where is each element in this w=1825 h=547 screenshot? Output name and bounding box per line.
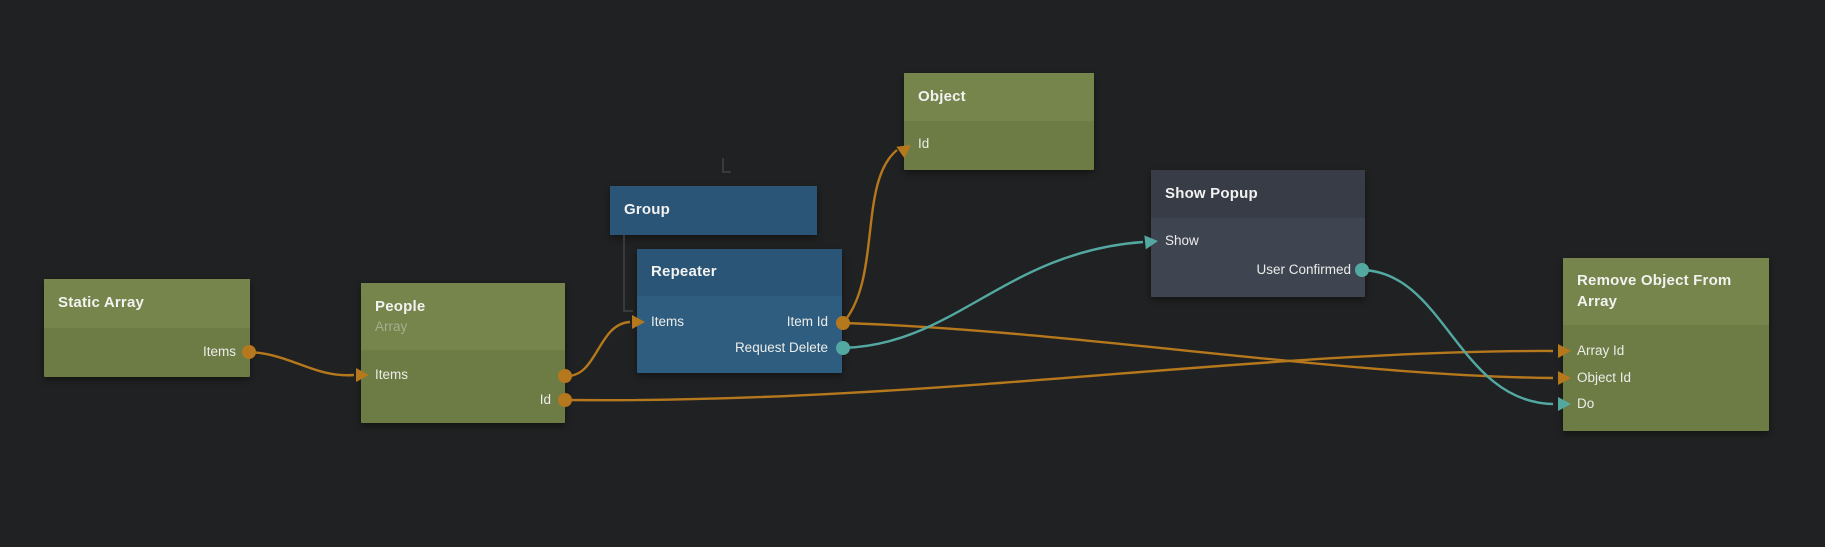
wire-userconfirmed-to-remove-do[interactable] [1361,268,1554,406]
port-remove-do-input[interactable]: Do [1577,395,1594,413]
node-static-array-header[interactable]: Static Array [44,279,250,328]
node-repeater-header[interactable]: Repeater [637,249,842,296]
node-title: People [375,298,426,316]
node-show-popup-header[interactable]: Show Popup [1151,170,1365,218]
port-static-array-items-output[interactable]: Items [203,343,236,361]
port-label: Show [1165,233,1199,248]
port-repeater-item-id-output[interactable]: Item Id [787,313,828,331]
port-label: Request Delete [734,340,828,355]
hierarchy-bracket-group-repeater [623,235,633,312]
node-remove-object-from-array[interactable]: Remove Object From Array Array Id Object… [1563,258,1769,431]
node-title: Object [918,87,966,105]
node-repeater[interactable]: Repeater Items Item Id Request Delete [637,249,842,373]
port-repeater-request-delete-output[interactable]: Request Delete [735,339,828,357]
port-label: User Confirmed [1256,262,1351,277]
wire-repeater-itemid-to-object-id[interactable] [842,149,898,324]
port-label: Item Id [786,314,828,329]
node-people-header[interactable]: People Array [361,283,565,350]
wire-repeater-itemid-to-remove-object-id[interactable] [842,321,1554,380]
port-object-id-input[interactable]: Id [918,135,929,153]
port-show-popup-show-input[interactable]: Show [1165,232,1199,250]
port-remove-array-id-input[interactable]: Array Id [1577,342,1624,360]
wire-repeater-requestdelete-to-showpopup-show[interactable] [842,240,1144,350]
node-title: Group [624,201,670,219]
node-title: Static Array [58,294,145,312]
wire-staticarray-items-to-people-items[interactable] [248,350,355,377]
node-title: Remove Object From Array [1577,272,1732,310]
port-label: Id [918,136,930,151]
port-label: Items [375,367,409,382]
port-show-popup-user-confirmed-output[interactable]: User Confirmed [1256,261,1351,279]
port-label: Array Id [1577,343,1625,358]
node-object-header[interactable]: Object [904,73,1094,121]
port-label: Id [539,392,551,407]
node-group-header[interactable]: Group [610,186,817,235]
port-people-id-output[interactable]: Id [540,391,551,409]
port-remove-object-id-input[interactable]: Object Id [1577,369,1631,387]
node-static-array[interactable]: Static Array Items [44,279,250,377]
node-subtitle: Array [375,319,408,335]
node-title: Show Popup [1165,184,1258,202]
node-title: Repeater [651,263,717,281]
port-label: Items [651,314,685,329]
node-show-popup[interactable]: Show Popup Show User Confirmed [1151,170,1365,297]
node-remove-object-header[interactable]: Remove Object From Array [1563,258,1769,325]
port-label: Object Id [1577,370,1632,385]
wire-people-items-to-repeater-items[interactable] [564,320,631,378]
hierarchy-bracket-group-parent [722,158,731,173]
node-object[interactable]: Object Id [904,73,1094,170]
port-label: Items [202,344,236,359]
node-people[interactable]: People Array Items Id [361,283,565,423]
node-group[interactable]: Group [610,186,817,235]
port-repeater-items-input[interactable]: Items [651,313,684,331]
port-people-items[interactable]: Items [375,366,408,384]
port-label: Do [1577,396,1595,411]
